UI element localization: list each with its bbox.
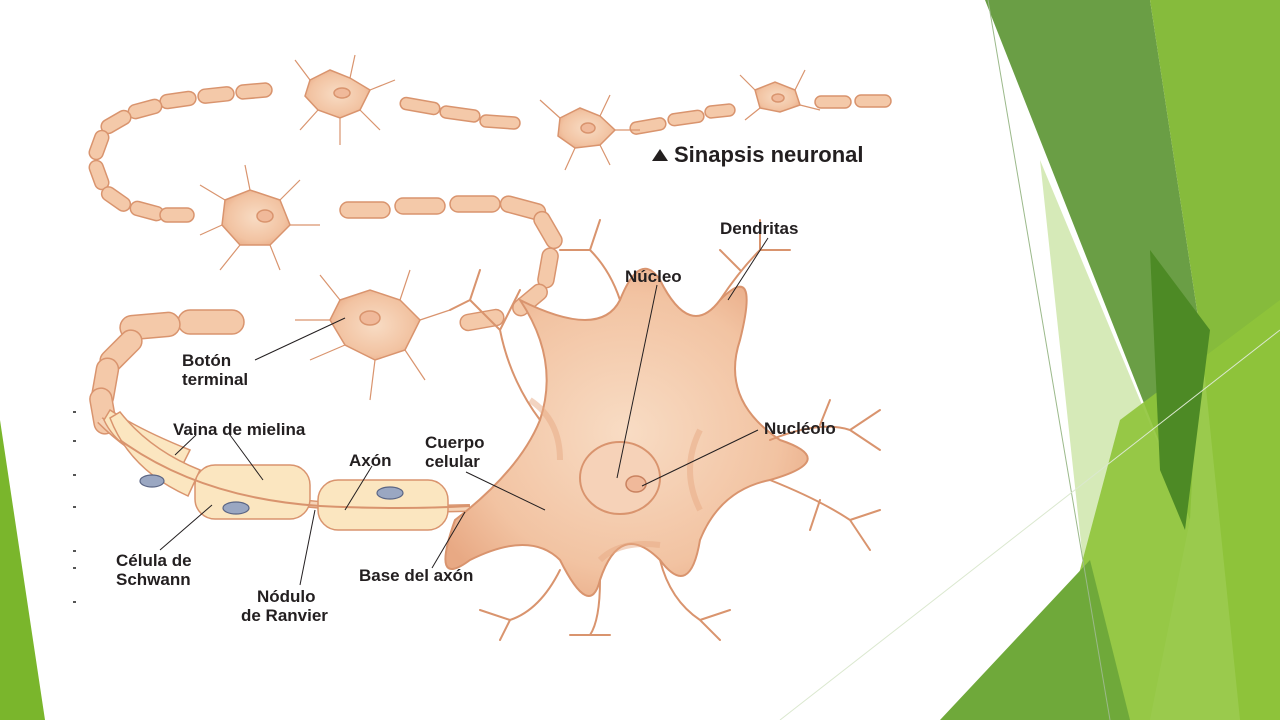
upper-axon-chain xyxy=(88,82,892,332)
theme-thin-line-1 xyxy=(987,0,1111,720)
bullet-tick-2 xyxy=(73,440,76,442)
label-nodulo-ranvier-line2: de Ranvier xyxy=(241,606,328,625)
bullet-tick-1 xyxy=(73,411,76,413)
bullet-tick-3 xyxy=(73,474,76,476)
small-neurons xyxy=(221,69,801,361)
label-axon: Axón xyxy=(349,451,392,470)
bullet-tick-5 xyxy=(73,550,76,552)
nucleus-shape xyxy=(579,441,661,515)
main-axon xyxy=(97,408,471,531)
bullet-tick-6 xyxy=(73,567,76,569)
small-neuron-dendrites xyxy=(199,54,821,401)
label-dendritas: Dendritas xyxy=(720,219,799,238)
label-cuerpo-celular-line2: celular xyxy=(425,452,480,471)
bullet-tick-7 xyxy=(73,601,76,603)
label-boton-terminal-line2: terminal xyxy=(182,370,249,389)
label-vaina-mielina: Vaina de mielina xyxy=(173,420,306,439)
label-base-axon: Base del axón xyxy=(359,566,474,585)
title-triangle-icon xyxy=(652,149,668,161)
label-nodulo-ranvier-line1: Nódulo xyxy=(257,587,316,606)
green-shape-dark xyxy=(985,0,1200,520)
theme-decoration-left xyxy=(0,420,45,720)
label-nucleo: Núcleo xyxy=(625,267,682,286)
label-nucleolo: Nucléolo xyxy=(764,419,836,438)
theme-thin-line-2 xyxy=(779,329,1280,720)
nucleolus-shape xyxy=(625,475,647,493)
label-nodulo-ranvier: Nódulo de Ranvier xyxy=(241,587,328,625)
label-celula-schwann-line2: Schwann xyxy=(116,570,191,589)
label-celula-schwann: Célula de Schwann xyxy=(116,551,192,589)
leader-lines xyxy=(159,237,769,586)
label-celula-schwann-line1: Célula de xyxy=(116,551,192,570)
lower-axon-chain xyxy=(89,309,245,435)
label-boton-terminal: Botón terminal xyxy=(182,351,248,389)
dendrites xyxy=(449,219,881,641)
bullet-tick-4 xyxy=(73,506,76,508)
label-cuerpo-celular: Cuerpo celular xyxy=(425,433,485,471)
label-boton-terminal-line1: Botón xyxy=(182,351,232,370)
green-shape-deep xyxy=(1150,250,1210,530)
label-cuerpo-celular-line1: Cuerpo xyxy=(425,433,485,452)
green-shape-bottom xyxy=(940,560,1130,720)
figure-title: Sinapsis neuronal xyxy=(674,142,864,167)
